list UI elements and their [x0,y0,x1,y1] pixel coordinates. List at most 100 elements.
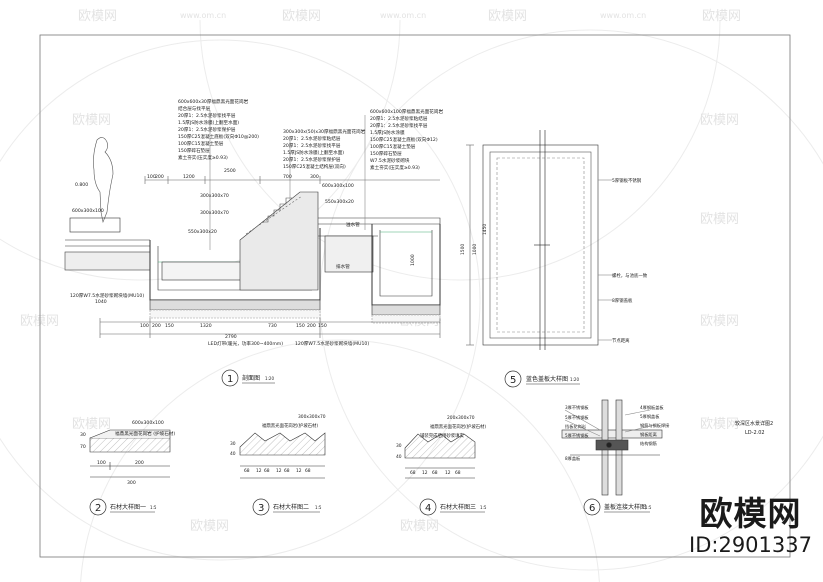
section-dim: 150 [296,323,305,329]
svg-text:蓝色盖板大样图: 蓝色盖板大样图 [526,375,568,383]
stone-detail-4 [404,433,476,479]
watermark-brand: 欧模网 [400,519,439,534]
svg-text:200x300x70: 200x300x70 [447,415,475,421]
brand-block: 欧模网 ID:2901337 [688,496,813,558]
section-layer-note: 结合层与找平层 [178,105,211,112]
cover-label: 节点距离 [612,337,630,344]
svg-text:4厚钢板盖板: 4厚钢板盖板 [640,404,664,411]
section-layer-note: 150厚C25混凝土底板(双向Φ12) [370,136,438,143]
watermark-url: www.om.cn [180,11,226,20]
svg-text:钢板距离: 钢板距离 [640,431,657,438]
stone-detail-3-text: 300x300x70 福鼎黑光面花岗岩(护坡石材) 68 12 68 12 68… [230,414,326,474]
stone-callout: 600x300x100 [322,183,354,189]
sheet-border [39,34,791,558]
svg-text:6: 6 [589,503,595,514]
view-title-1: 1 剖面图 1:20 [221,369,275,387]
section-layer-note: 100厚C15混凝土垫层 [178,140,224,147]
section-layer-note: 20厚1：2.5水泥砂浆找平层 [178,112,236,119]
section-layer-note: 1.5厚JS防水涂膜(上翻至水面) [283,149,344,156]
cover-dim: 1450 [482,224,488,235]
wall-note: 120厚W7.5水泥砂浆砌块墙(MU10) [70,292,144,299]
svg-text:600x300x100: 600x300x100 [132,420,164,426]
stone-detail-2-text: 600x300x100 福鼎黑光面花岗岩 (护坡石材) 100 200 300 … [80,420,175,486]
svg-text:石材大样图三: 石材大样图三 [440,503,476,511]
joint-detail [561,399,663,496]
watermark-texts: 欧模网 欧模网 欧模网 欧模网 www.om.cn www.om.cn www.… [20,9,741,534]
svg-text:300x300x70: 300x300x70 [298,414,326,420]
cover-dim: 1500 [460,244,466,255]
svg-text:12: 12 [256,468,262,474]
drain-note: 溢水管 [346,221,360,228]
section-dim: 100 [140,323,149,329]
wall-note: 120厚W7.5水泥砂浆砌块墙(MU10) [295,340,369,347]
drain-note: 排水管 [336,263,350,270]
section-layer-note: 20厚1：2.5水泥砂浆粘结层 [283,135,341,142]
svg-text:68: 68 [455,470,461,476]
svg-text:LD-2.02: LD-2.02 [745,430,765,436]
svg-text:12: 12 [296,468,302,474]
svg-text:3厚不锈钢板: 3厚不锈钢板 [565,404,589,411]
svg-text:100: 100 [97,460,106,466]
section-elevation: 1040 [95,299,107,305]
svg-text:68: 68 [244,468,250,474]
svg-text:1:5: 1:5 [645,505,652,510]
watermark-brand: 欧模网 [702,9,741,24]
svg-text:较深区水景详图2: 较深区水景详图2 [735,420,773,427]
svg-text:68: 68 [305,468,311,474]
svg-text:1:5: 1:5 [480,505,487,510]
watermark-brand: 欧模网 [20,314,59,329]
cover-plate-text: 5厚钢板不锈钢 螺栓，与池底一致 8厚钢盖板 节点距离 1500 1000 14… [460,177,648,344]
section-layer-note: 150厚C25混凝土结构层(双向) [283,163,346,170]
section-dim: 150 [318,323,327,329]
svg-text:68: 68 [284,468,290,474]
section-dim: 200 [155,174,164,180]
watermark-brand: 欧模网 [700,417,739,432]
stone-callout: 300x300x70 [200,210,229,216]
section-layer-note: 素土夯实(压实度≥0.93) [178,154,228,161]
stone-detail-3 [239,432,326,479]
section-dim: 1200 [183,174,195,180]
svg-text:剖面图: 剖面图 [242,374,260,382]
watermark-brand: 欧模网 [282,9,321,24]
svg-text:68: 68 [410,470,416,476]
svg-text:200: 200 [135,460,144,466]
svg-text:3: 3 [258,503,264,514]
svg-text:1:5: 1:5 [150,505,157,510]
cover-dim: 1000 [472,244,478,255]
section-dim: 1000 [410,254,416,266]
stone-callout: 600x300x100 [72,208,104,214]
svg-text:40: 40 [396,454,402,460]
stone-detail-2 [89,429,171,478]
svg-text:石材大样图二: 石材大样图二 [273,503,309,511]
svg-text:8厚盖板: 8厚盖板 [565,455,581,462]
watermark-brand: 欧模网 [488,9,527,24]
section-layer-note: W7.5水泥砂浆砌块 [370,157,410,164]
svg-text:30: 30 [396,443,402,449]
section-layer-note: 100厚C15混凝土垫层 [370,143,416,150]
section-dim: 200 [307,323,316,329]
planter [69,217,121,233]
led-note: LED灯带(暖光，功率300~400mm) [208,340,283,347]
model-id: ID:2901337 [689,533,812,557]
section-layer-note: 150厚碎石垫层 [370,150,402,157]
svg-text:福鼎黑光面花岗岩(护坡石材): 福鼎黑光面花岗岩(护坡石材) [430,423,486,430]
section-dim: 700 [283,174,292,180]
section-layer-note: 600x600x30厚福鼎黑光面花岗岩 [178,98,249,105]
cover-label: 5厚钢板不锈钢 [612,177,642,184]
section-dim: 150 [165,323,174,329]
svg-text:1:20: 1:20 [570,377,579,382]
section-layer-note: 20厚1：2.5水泥砂浆粘结层 [370,115,428,122]
stone-detail-4-text: 200x300x70 福鼎黑光面花岗岩(护坡石材) 铺装完成后用砂浆填实 68 … [396,415,486,476]
joint-detail-text: 3厚不锈钢板 5厚不锈钢板 挡板花岗岩 5厚不锈钢板 8厚盖板 4厚钢板盖板 5… [565,404,670,462]
watermark-url: www.om.cn [380,11,426,20]
sheet-title: 较深区水景详图2 LD-2.02 [735,420,773,436]
cover-plate-view [466,130,612,350]
watermark-brand: 欧模网 [700,113,739,128]
brand-name: 欧模网 [699,494,802,533]
svg-text:5厚不锈钢板: 5厚不锈钢板 [565,414,589,421]
svg-text:300: 300 [127,480,136,486]
section-dim: 300 [310,174,319,180]
stone-callout: 300x300x70 [200,193,229,199]
section-layer-note: 20厚1：2.5水泥砂浆找平层 [283,142,341,149]
